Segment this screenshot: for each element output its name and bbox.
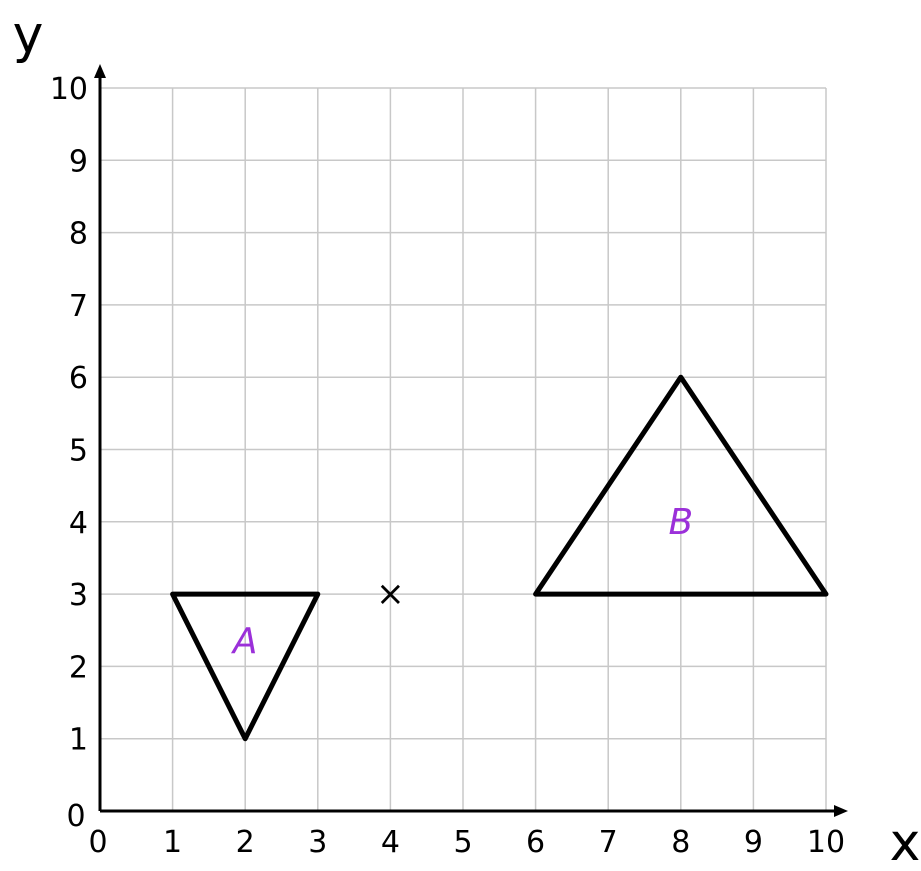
grid-lines (100, 87, 827, 811)
y-tick-label: 3 (69, 578, 88, 613)
y-tick-label: 8 (69, 217, 88, 252)
y-origin-label: 0 (66, 799, 85, 834)
y-tick-label: 2 (69, 650, 88, 685)
y-tick-label: 1 (69, 723, 88, 758)
x-tick-label: 2 (236, 825, 255, 860)
axes: x y 0 0 (13, 5, 921, 871)
shapes: AB (170, 374, 829, 742)
point-marker: × (376, 574, 405, 614)
tick-labels: 1 2 3 4 5 6 7 8 9 10 1 2 3 4 5 6 7 8 9 10 (50, 72, 845, 860)
triangle-a-label: A (231, 621, 258, 662)
y-tick-label: 10 (50, 72, 88, 107)
y-tick-label: 7 (69, 289, 88, 324)
x-tick-label: 9 (744, 825, 763, 860)
triangle-b-label: B (668, 502, 693, 543)
y-tick-label: 4 (69, 506, 88, 541)
x-axis-label: x (890, 813, 921, 866)
x-tick-label: 8 (671, 825, 690, 860)
x-axis-arrowhead (834, 805, 848, 817)
triangle-b (533, 374, 829, 597)
x-tick-label: 1 (163, 825, 182, 860)
y-tick-label: 5 (69, 434, 88, 469)
y-tick-label: 6 (69, 361, 88, 396)
y-axis-arrowhead (94, 64, 106, 78)
x-tick-label: 4 (381, 825, 400, 860)
triangle-a (170, 591, 321, 742)
x-tick-label: 3 (308, 825, 327, 860)
x-origin-label: 0 (88, 825, 107, 860)
x-tick-label: 7 (599, 825, 618, 860)
y-axis-label: y (13, 5, 44, 65)
x-tick-label: 10 (807, 825, 845, 860)
x-tick-label: 6 (526, 825, 545, 860)
x-tick-label: 5 (453, 825, 472, 860)
point-marker-group: × (376, 574, 405, 614)
y-tick-label: 9 (69, 144, 88, 179)
